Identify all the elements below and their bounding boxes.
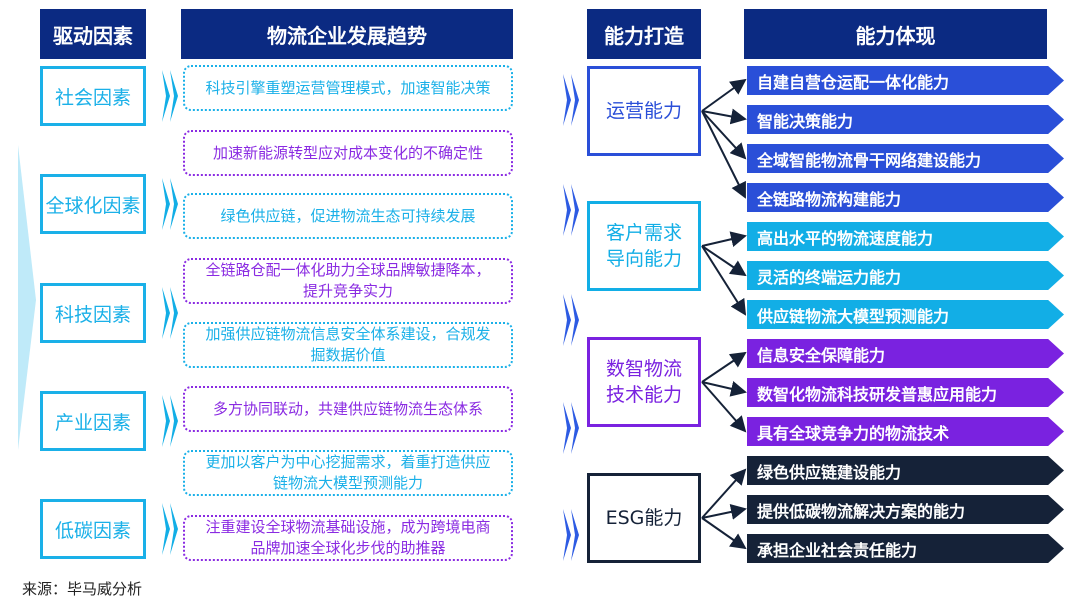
arrow-connector <box>701 108 747 125</box>
capability-item-bar: 提供低碳物流解决方案的能力 <box>747 495 1064 524</box>
chevron-arrow-icon <box>563 294 571 346</box>
arrow-connector <box>701 351 747 383</box>
driver-factor-box: 科技因素 <box>40 283 146 343</box>
chevron-arrow-icon <box>162 395 170 447</box>
chevron-arrow-icon <box>563 402 571 454</box>
trend-box: 更加以客户为中心挖掘需求，着重打造供应链物流大模型预测能力 <box>183 450 513 496</box>
arrow-connector <box>701 468 747 519</box>
driver-factor-box: 全球化因素 <box>40 174 146 234</box>
arrow-connector <box>701 381 747 433</box>
capability-item-bar: 全链路物流构建能力 <box>747 183 1064 212</box>
capability-item-bar: 高出水平的物流速度能力 <box>747 222 1064 251</box>
capability-item-bar: 具有全球竞争力的物流技术 <box>747 417 1064 446</box>
capability-item-bar: 自建自营仓运配一体化能力 <box>747 66 1064 95</box>
capability-item-bar: 承担企业社会责任能力 <box>747 534 1064 563</box>
source-note: 来源：毕马威分析 <box>22 580 143 598</box>
arrow-connector <box>701 231 747 247</box>
header-drivers: 驱动因素 <box>40 9 146 59</box>
chevron-arrow-icon <box>170 287 178 339</box>
trend-box: 加速新能源转型应对成本变化的不确定性 <box>183 130 513 176</box>
trend-box: 加强供应链物流信息安全体系建设，合规发掘数据价值 <box>183 322 513 368</box>
capability-item-bar: 供应链物流大模型预测能力 <box>747 300 1064 329</box>
chevron-arrow-icon <box>170 178 178 230</box>
chevron-arrow-icon <box>563 184 571 236</box>
arrow-connector <box>701 517 747 550</box>
driver-factor-box: 产业因素 <box>40 391 146 451</box>
arrow-connector <box>701 110 746 199</box>
chevron-arrow-icon <box>563 509 571 561</box>
arrow-connector <box>701 504 747 520</box>
capability-item-bar: 数智化物流科技研发普惠应用能力 <box>747 378 1064 407</box>
arrow-connector <box>701 78 747 112</box>
header-manifest: 能力体现 <box>744 9 1047 59</box>
capability-item-bar: 灵活的终端运力能力 <box>747 261 1064 290</box>
trend-box: 科技引擎重塑运营管理模式，加速智能决策 <box>183 65 513 111</box>
chevron-arrow-icon <box>162 287 170 339</box>
driver-factor-box: 低碳因素 <box>40 499 146 559</box>
capability-box: 客户需求导向能力 <box>587 201 701 291</box>
header-trends: 物流企业发展趋势 <box>181 9 513 59</box>
capability-box: 运营能力 <box>587 66 701 156</box>
arrow-connector <box>701 245 747 316</box>
chevron-arrow-icon <box>563 74 571 126</box>
chevron-arrow-icon <box>170 70 178 122</box>
chevron-arrow-icon <box>162 70 170 122</box>
header-build: 能力打造 <box>587 9 701 59</box>
trend-box: 注重建设全球物流基础设施，成为跨境电商品牌加速全球化步伐的助推器 <box>183 515 513 561</box>
chevron-arrow-icon <box>170 503 178 555</box>
capability-box: ESG能力 <box>587 473 701 563</box>
arrow-connector <box>701 381 747 397</box>
chevron-arrow-icon <box>571 509 579 561</box>
chevron-arrow-icon <box>571 74 579 126</box>
driver-factor-box: 社会因素 <box>40 66 146 126</box>
capability-box: 数智物流技术能力 <box>587 337 701 427</box>
trend-box: 绿色供应链，促进物流生态可持续发展 <box>183 193 513 239</box>
chevron-arrow-icon <box>162 503 170 555</box>
chevron-arrow-icon <box>571 402 579 454</box>
arrow-connector <box>701 110 747 160</box>
capability-item-bar: 全域智能物流骨干网络建设能力 <box>747 144 1064 173</box>
chevron-arrow-icon <box>571 294 579 346</box>
trend-box: 多方协同联动，共建供应链物流生态体系 <box>183 386 513 432</box>
wedge-shape <box>18 145 36 450</box>
chevron-arrow-icon <box>571 184 579 236</box>
capability-item-bar: 绿色供应链建设能力 <box>747 456 1064 485</box>
chevron-arrow-icon <box>162 178 170 230</box>
capability-item-bar: 智能决策能力 <box>747 105 1064 134</box>
arrow-connector <box>701 245 747 277</box>
chevron-arrow-icon <box>170 395 178 447</box>
trend-box: 全链路仓配一体化助力全球品牌敏捷降本，提升竞争实力 <box>183 258 513 304</box>
capability-item-bar: 信息安全保障能力 <box>747 339 1064 368</box>
